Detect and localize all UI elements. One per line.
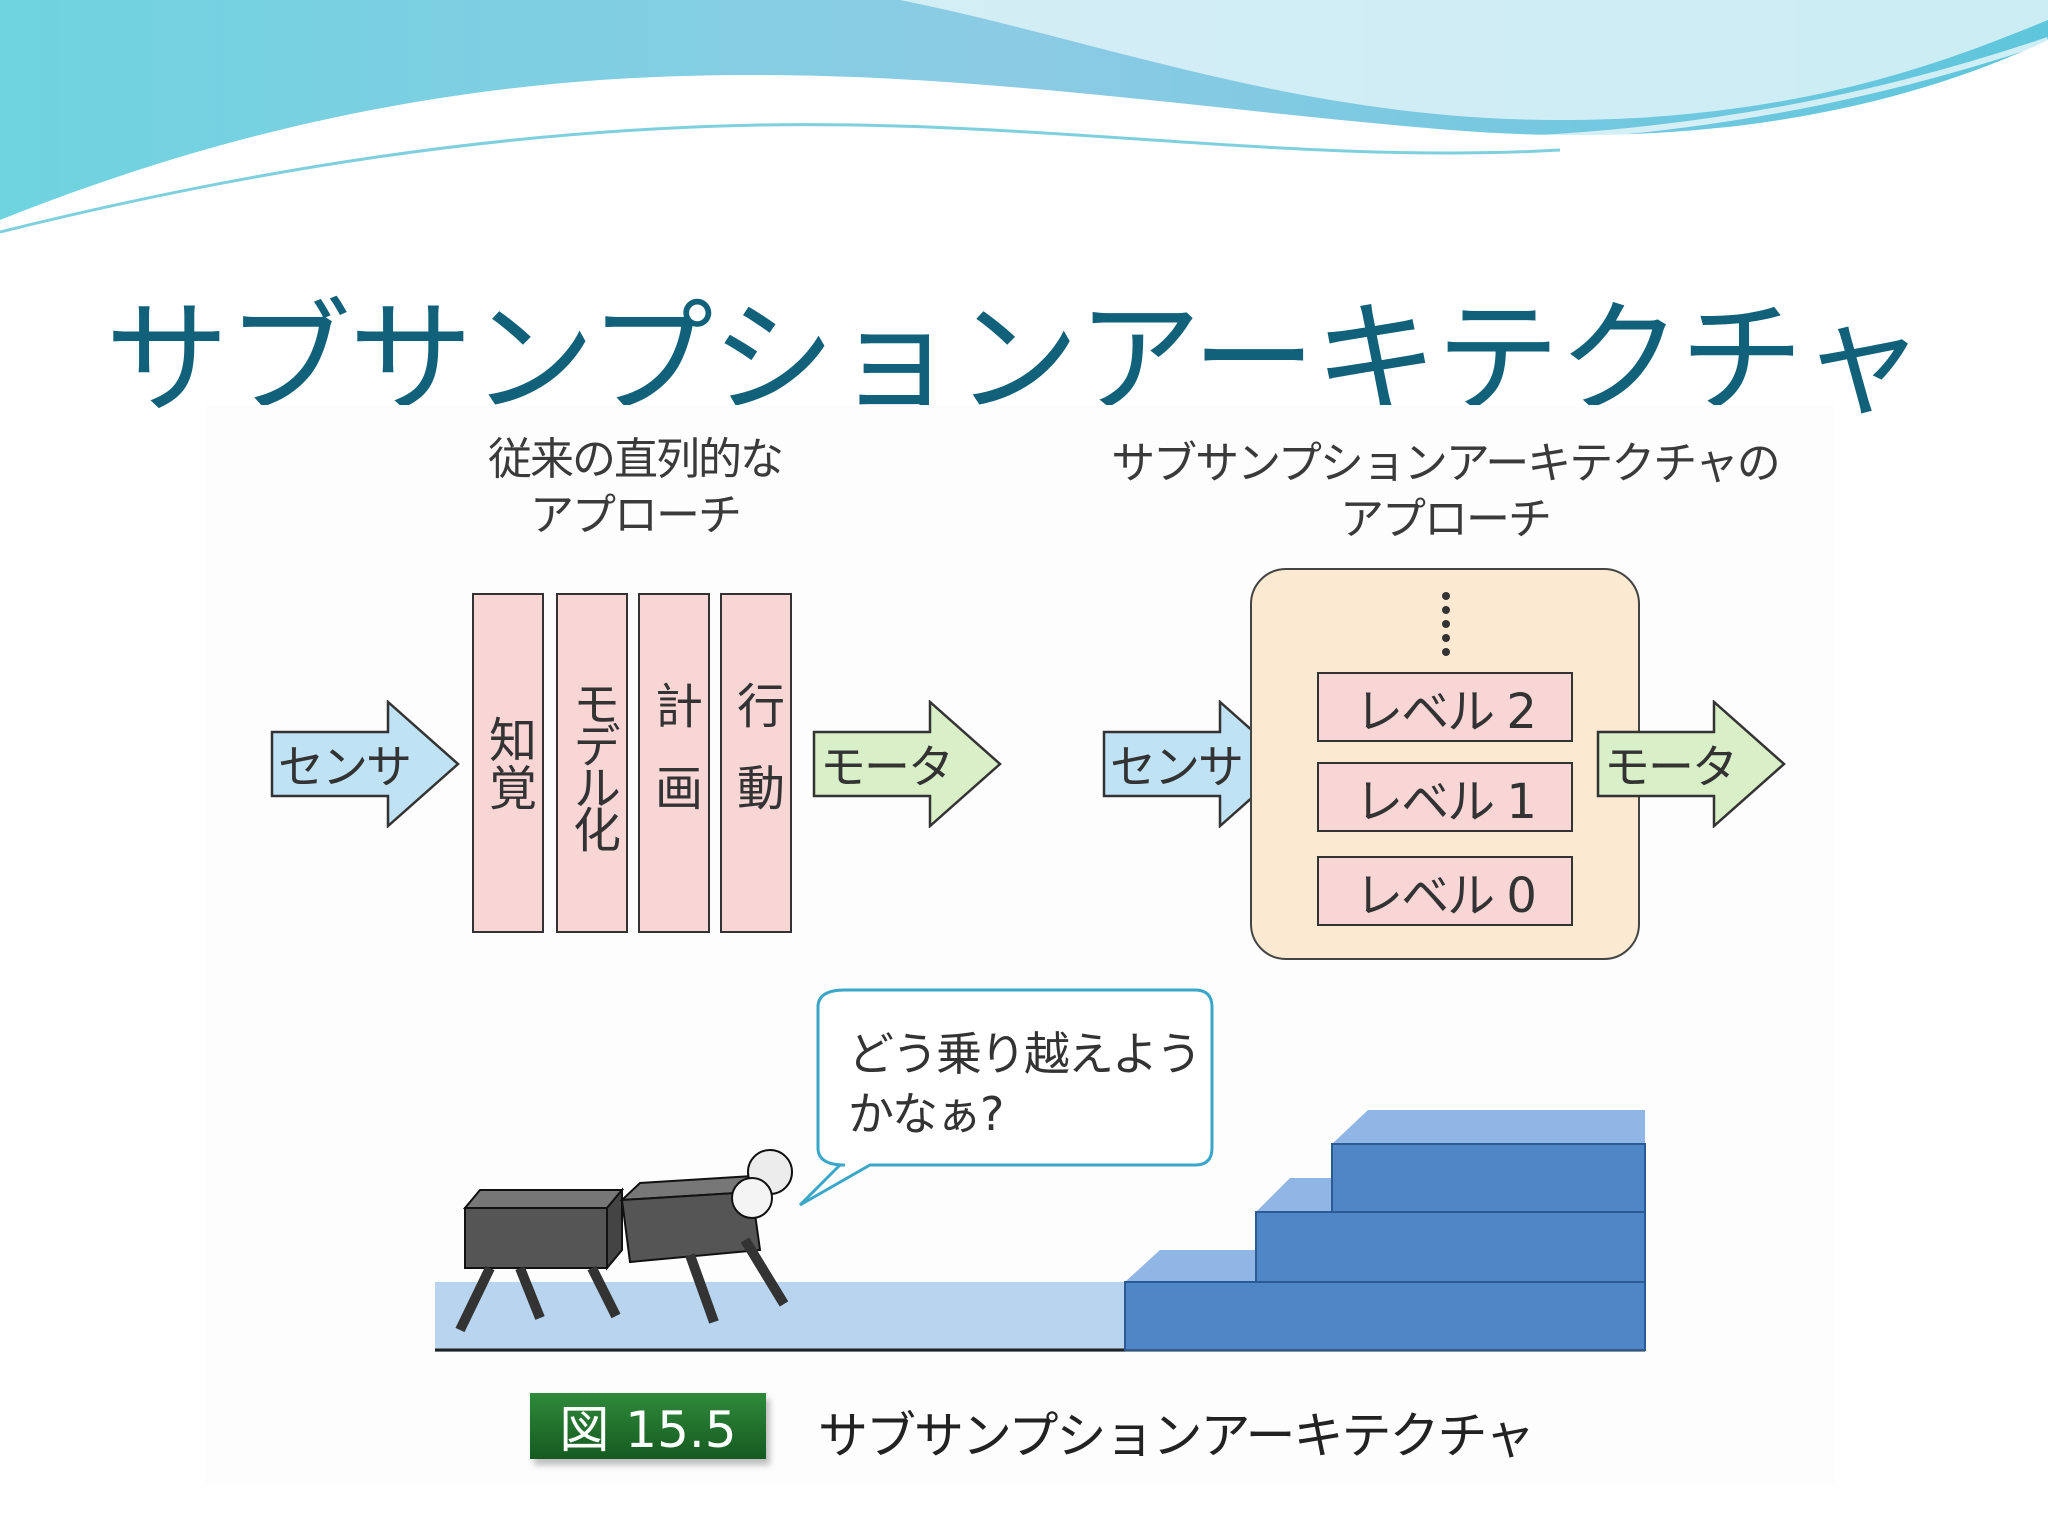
stage-modeling: モデル化 <box>556 593 628 933</box>
left-heading-line1: 従来の直列的な <box>488 434 784 485</box>
speech-bubble <box>798 988 1214 1207</box>
stage-modeling-label: モデル化 <box>564 679 620 847</box>
right-heading: サブサンプションアーキテクチャの アプローチ <box>1080 436 1810 548</box>
stage-planning: 計画 <box>638 593 710 933</box>
speech-line2: かなぁ? <box>848 1087 1004 1141</box>
stage-action-label: 行動 <box>728 681 784 845</box>
stage-planning-label: 計画 <box>646 681 702 845</box>
level-0: レベル 0 <box>1317 856 1573 926</box>
figure-caption: サブサンプションアーキテクチャ <box>818 1407 1535 1465</box>
left-sensor-label: センサ <box>278 740 412 794</box>
stage-perception-label: 知覚 <box>480 715 536 811</box>
stairs <box>1124 1110 1646 1351</box>
level-2: レベル 2 <box>1317 672 1573 742</box>
right-motor-label: モータ <box>1604 740 1738 794</box>
left-sensor-arrow: センサ <box>270 700 460 828</box>
speech-line1: どう乗り越えよう <box>848 1027 1202 1081</box>
level-1: レベル 1 <box>1317 762 1573 832</box>
header-wave <box>0 0 2048 234</box>
stage-perception: 知覚 <box>472 593 544 933</box>
right-sensor-label: センサ <box>1110 740 1244 794</box>
ellipsis-dots <box>1440 592 1452 658</box>
figure-number-badge: 図 15.5 <box>530 1393 766 1459</box>
speech-bubble-text: どう乗り越えよう かなぁ? <box>848 1024 1202 1144</box>
left-heading: 従来の直列的な アプローチ <box>440 432 830 544</box>
stage-action: 行動 <box>720 593 792 933</box>
left-heading-line2: アプローチ <box>530 490 742 541</box>
left-motor-label: モータ <box>820 740 954 794</box>
left-motor-arrow: モータ <box>812 700 1002 828</box>
right-heading-line1: サブサンプションアーキテクチャの <box>1111 438 1781 489</box>
robot <box>455 1149 793 1333</box>
right-heading-line2: アプローチ <box>1340 494 1552 545</box>
right-motor-arrow: モータ <box>1596 700 1786 828</box>
